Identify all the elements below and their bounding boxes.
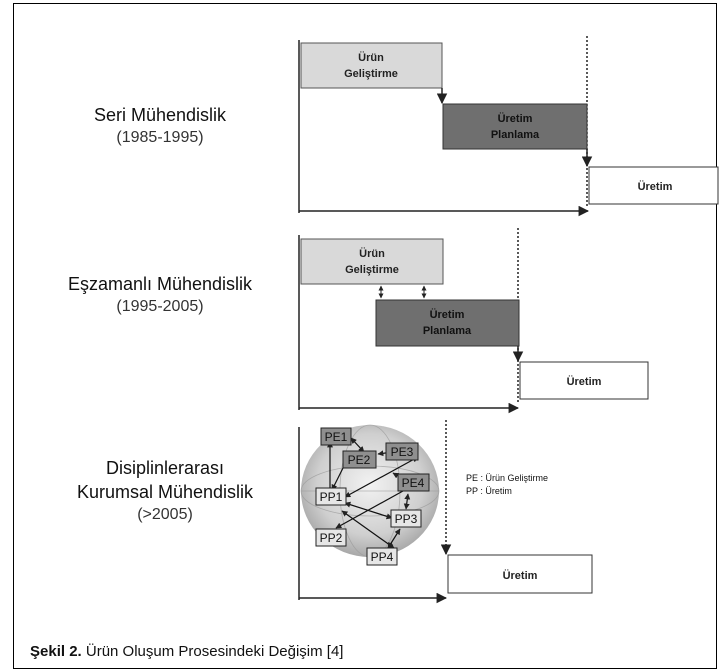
row1-production-box: Üretim: [588, 166, 719, 205]
row2-box2-line1: Üretim: [430, 308, 465, 321]
row3-period: (>2005): [137, 506, 193, 523]
row3-box3-label: Üretim: [503, 569, 538, 582]
row3-label: Disiplinlerarası Kurumsal Mühendislik (>…: [40, 456, 290, 526]
row2-box2-line2: Planlama: [423, 325, 472, 337]
legend-pp: PP : Üretim: [466, 486, 512, 496]
figure-caption: Şekil 2. Ürün Oluşum Prosesindeki Değişi…: [30, 643, 343, 660]
row2-production-box: Üretim: [519, 361, 649, 400]
row1-box2-line2: Planlama: [491, 129, 540, 141]
row3-timeline: [298, 420, 448, 604]
node-pp1-label: PP1: [320, 490, 343, 504]
row2-box1-line2: Geliştirme: [345, 264, 399, 276]
row3-title-line2: Kurumsal Mühendislik: [76, 482, 254, 502]
node-pe2-label: PE2: [348, 453, 371, 467]
row3-title-line1: Disiplinlerarası: [105, 458, 225, 478]
node-pe1: PE1: [320, 427, 352, 446]
row3-legend: PE : Ürün Geliştirme PP : Üretim: [466, 473, 548, 496]
row1-box2-line1: Üretim: [498, 112, 533, 125]
node-pe1-label: PE1: [325, 430, 348, 444]
row2-box1-line1: Ürün: [359, 247, 385, 260]
row1-box1-line1: Ürün: [358, 51, 384, 64]
caption-text: Ürün Oluşum Prosesindeki Değişim [4]: [81, 643, 344, 660]
row1-period: (1985-1995): [116, 129, 204, 146]
node-pe3-label: PE3: [391, 445, 414, 459]
row2-box3-label: Üretim: [567, 375, 602, 388]
node-pe4: PE4: [397, 473, 430, 492]
row2-title: Eşzamanlı Mühendislik: [67, 274, 253, 294]
node-pe3: PE3: [385, 442, 419, 461]
node-pp4-label: PP4: [371, 550, 394, 564]
row2-timeline: [298, 228, 520, 414]
node-pp3-label: PP3: [395, 512, 418, 526]
row1-box1-line2: Geliştirme: [344, 68, 398, 80]
figure-frame: [13, 3, 717, 669]
row1-title: Seri Mühendislik: [93, 105, 227, 125]
row2-product-dev-box: Ürün Geliştirme: [300, 238, 444, 285]
row2-label: Eşzamanlı Mühendislik (1995-2005): [30, 272, 290, 318]
row1-box3-label: Üretim: [638, 180, 673, 193]
node-pp2: PP2: [315, 528, 347, 547]
row1-production-planning-box: Üretim Planlama: [442, 103, 588, 150]
row1-label: Seri Mühendislik (1985-1995): [40, 103, 280, 149]
row1-product-dev-box: Ürün Geliştirme: [300, 42, 443, 89]
node-pp1: PP1: [315, 487, 347, 506]
row3-production-box: Üretim: [447, 554, 593, 594]
node-pp3: PP3: [390, 509, 422, 528]
row2-period: (1995-2005): [116, 298, 204, 315]
node-pe2: PE2: [342, 450, 377, 469]
legend-pe: PE : Ürün Geliştirme: [466, 473, 548, 483]
node-pe4-label: PE4: [402, 476, 425, 490]
row2-production-planning-box: Üretim Planlama: [375, 299, 520, 347]
node-pp2-label: PP2: [320, 531, 343, 545]
node-pp4: PP4: [366, 547, 398, 566]
caption-number: Şekil 2.: [30, 643, 82, 660]
